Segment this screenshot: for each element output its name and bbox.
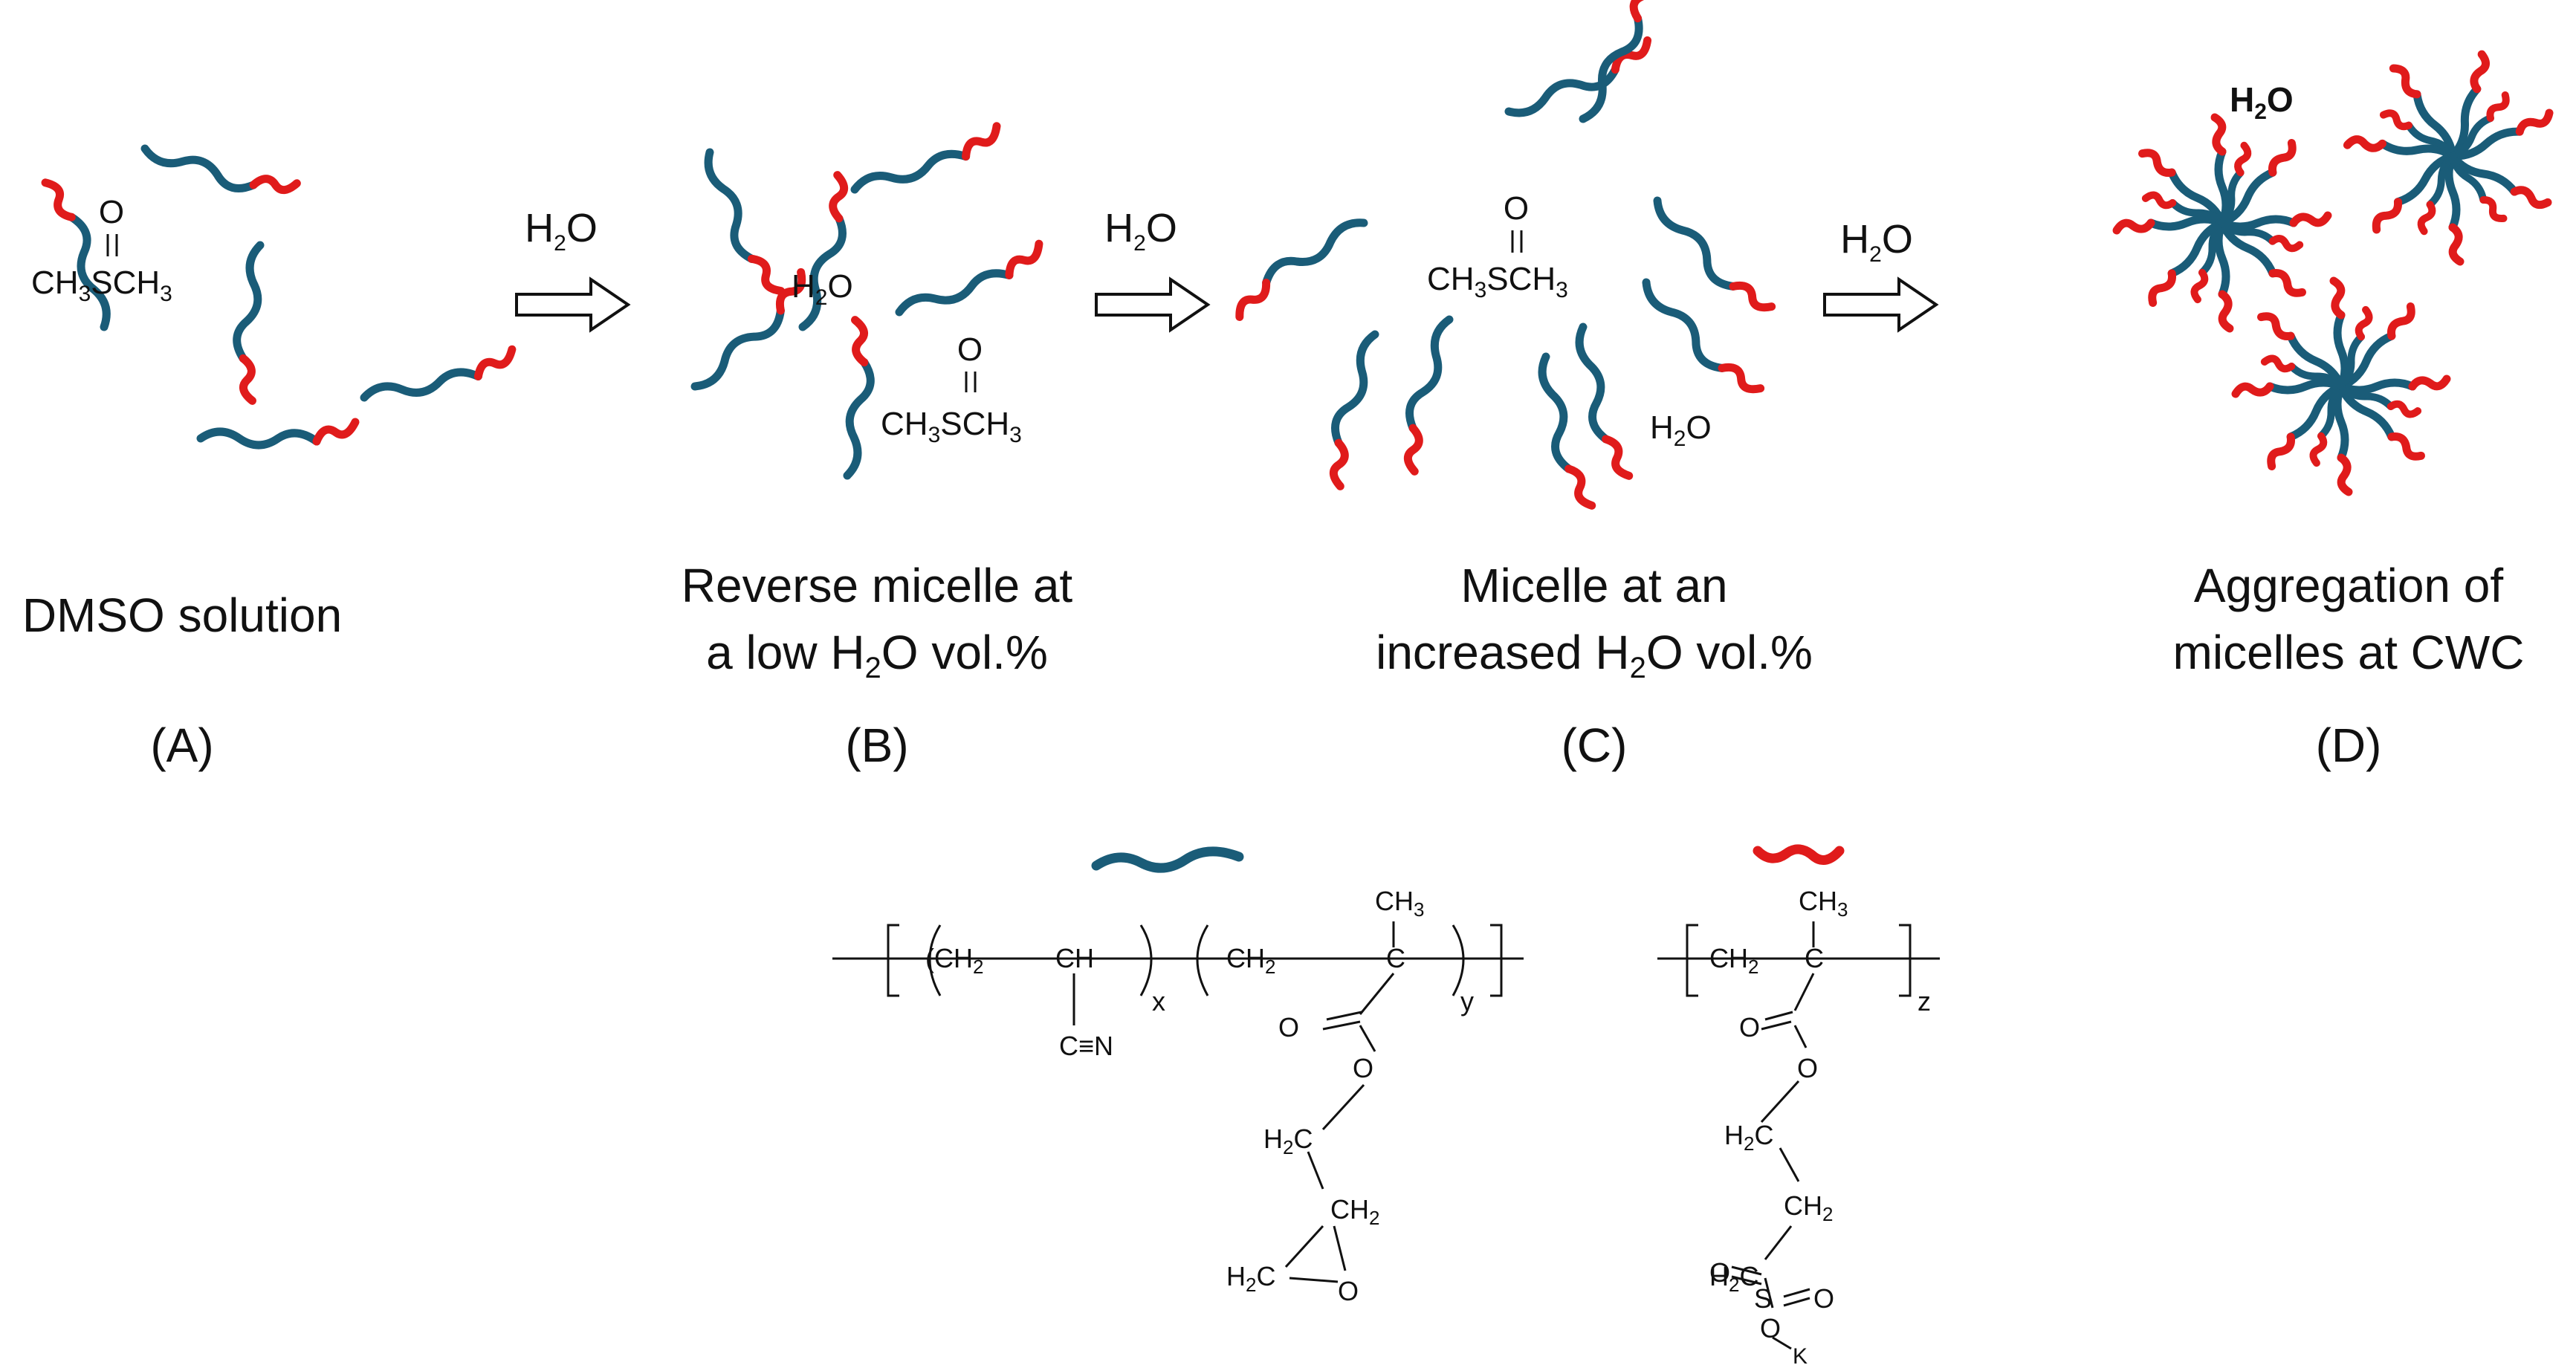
svg-text:H2C: H2C [1724,1120,1773,1155]
arrow-c-to-d: H2O [1823,217,1938,331]
panel-label-a: (A) [150,719,213,772]
svg-text:H2O: H2O [1840,217,1913,267]
svg-text:CH2: CH2 [1709,943,1758,978]
svg-text:S: S [1754,1283,1772,1314]
arrow-b-to-c: H2O [1095,206,1209,331]
svg-text:O: O [1797,1053,1818,1083]
legend-chain-hydrophobic [1091,846,1244,873]
panel-d-illustration: H2O [2117,54,2553,492]
svg-text:H2O: H2O [2230,80,2294,124]
structure-right [1657,921,1940,1350]
svg-text:H2C: H2C [1263,1124,1313,1158]
svg-text:CH2: CH2 [1784,1190,1833,1225]
dmso-oxygen-b: O [957,331,983,368]
svg-text:y: y [1460,986,1474,1017]
dmso-formula: CH3SCH3 [31,265,172,306]
svg-text:H2C: H2C [1226,1261,1275,1296]
svg-text:a low H2O vol.%: a low H2O vol.% [706,626,1048,684]
water-molecule-b: H2O [792,268,853,310]
svg-text:O: O [1504,190,1529,227]
panel-label-d: (D) [2316,719,2382,772]
svg-text:DMSO solution: DMSO solution [22,589,342,642]
svg-text:O: O [1760,1313,1781,1343]
caption-c: Micelle at an increased H2O vol.% (C) [1376,559,1813,772]
panel-label-b: (B) [845,719,908,772]
svg-text:(CH2: (CH2 [925,943,983,978]
svg-text:O: O [1813,1283,1834,1314]
svg-text:Reverse micelle at: Reverse micelle at [682,559,1073,612]
svg-text:O: O [1278,1012,1299,1043]
dmso-oxygen: O [99,194,124,230]
panel-c-illustration: O CH3SCH3 H2O [1226,0,1771,510]
svg-text:C: C [1386,943,1405,973]
svg-text:CH2: CH2 [1330,1194,1379,1229]
svg-text:O: O [1709,1257,1730,1288]
svg-text:CH: CH [1055,943,1094,973]
svg-text:Aggregation of: Aggregation of [2194,559,2504,612]
panel-label-c: (C) [1562,719,1628,772]
svg-text:O: O [1353,1053,1373,1083]
svg-text:H2O: H2O [1104,206,1177,256]
structure-left [832,921,1524,1283]
caption-d: Aggregation of micelles at CWC (D) [2173,559,2525,772]
svg-text:O: O [1739,1012,1760,1043]
svg-text:micelles at CWC: micelles at CWC [2173,626,2525,679]
svg-text:O: O [1338,1276,1359,1306]
structure-left-labels: (CH2 CH C≡N x CH2 C CH3 y O O H2C CH2 H2… [925,886,1474,1306]
svg-text:CH3SCH3: CH3SCH3 [1427,261,1568,302]
svg-text:increased H2O vol.%: increased H2O vol.% [1376,626,1813,684]
svg-text:Micelle at an: Micelle at an [1460,559,1727,612]
svg-text:C: C [1805,943,1824,973]
caption-a: DMSO solution (A) [22,589,342,772]
dmso-formula-b: CH3SCH3 [881,406,1022,447]
svg-text:H2C: H2C [1709,1261,1758,1296]
svg-text:x: x [1152,986,1165,1017]
svg-text:CH3: CH3 [1799,886,1848,921]
svg-text:C≡N: C≡N [1059,1031,1113,1061]
svg-text:CH2: CH2 [1226,943,1275,978]
svg-text:K: K [1793,1344,1808,1365]
arrow-a-to-b: H2O [515,206,630,331]
panel-b-illustration: H2O O CH3SCH3 [682,126,1046,477]
panel-a-illustration: O CH3SCH3 [31,131,517,445]
svg-text:CH3: CH3 [1375,886,1424,921]
caption-b: Reverse micelle at a low H2O vol.% (B) [682,559,1073,772]
svg-text:z: z [1918,986,1931,1017]
svg-text:H2O: H2O [1650,409,1712,451]
legend-chain-hydrophilic [1753,844,1845,865]
svg-text:H2O: H2O [525,206,598,256]
